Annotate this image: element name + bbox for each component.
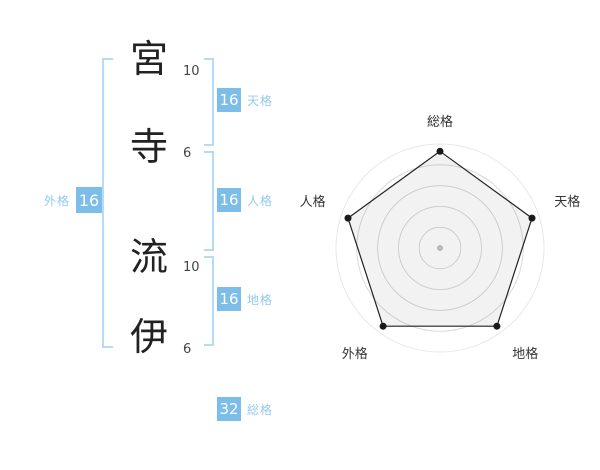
- name-char-1: 宮: [130, 37, 169, 81]
- soukaku-group: 32 総格: [217, 397, 273, 421]
- radar-ring: [377, 185, 503, 311]
- radar-vertex-dot: [528, 214, 536, 222]
- name-char-4: 伊: [130, 315, 169, 359]
- gaikaku-group: 外格 16: [44, 187, 103, 213]
- radar-axis-label: 外格: [342, 346, 368, 362]
- radar-chart-area: 総格天格地格 外格 人格: [298, 112, 590, 380]
- gaikaku-label: 外格: [44, 193, 71, 208]
- tenkaku-label: 天格: [247, 93, 274, 108]
- stroke-count-2: 6: [183, 146, 192, 161]
- radar-ring: [418, 226, 462, 270]
- soukaku-value-badge: 32: [217, 397, 241, 421]
- soukaku-label: 総格: [247, 402, 274, 417]
- radar-axis-label: 人格: [300, 194, 326, 210]
- tenkaku-bracket: [204, 58, 214, 146]
- radar-vertex-dot: [344, 214, 352, 222]
- radar-axis-label: 地格: [512, 346, 538, 362]
- radar-polygon: [347, 150, 533, 327]
- radar-axis-label: 総格: [427, 114, 453, 130]
- radar-ring: [356, 164, 524, 332]
- gaikaku-value-badge: 16: [76, 187, 103, 213]
- radar-axis-label: 天格: [554, 194, 580, 210]
- chikaku-value-badge: 16: [217, 287, 241, 311]
- radar-vertex-dot: [493, 322, 501, 330]
- jinkaku-label: 人格: [247, 193, 274, 208]
- name-char-3: 流: [130, 235, 169, 279]
- gaikaku-bracket: [102, 58, 113, 348]
- stroke-count-4: 6: [183, 342, 192, 357]
- chikaku-label: 地格: [247, 292, 274, 307]
- tenkaku-group: 16 天格: [217, 88, 273, 112]
- jinkaku-group: 16 人格: [217, 188, 273, 212]
- stroke-count-1: 10: [183, 64, 200, 79]
- radar-vertex-dot: [379, 322, 387, 330]
- radar-ring: [397, 205, 483, 291]
- name-char-2: 寺: [130, 125, 169, 169]
- chikaku-group: 16 地格: [217, 287, 273, 311]
- stroke-count-3: 10: [183, 260, 200, 275]
- chikaku-bracket: [204, 256, 214, 346]
- jinkaku-value-badge: 16: [217, 188, 241, 212]
- radar-vertex-dot: [436, 147, 444, 155]
- radar-center-dot: [437, 245, 443, 251]
- tenkaku-value-badge: 16: [217, 88, 241, 112]
- jinkaku-bracket: [204, 151, 214, 251]
